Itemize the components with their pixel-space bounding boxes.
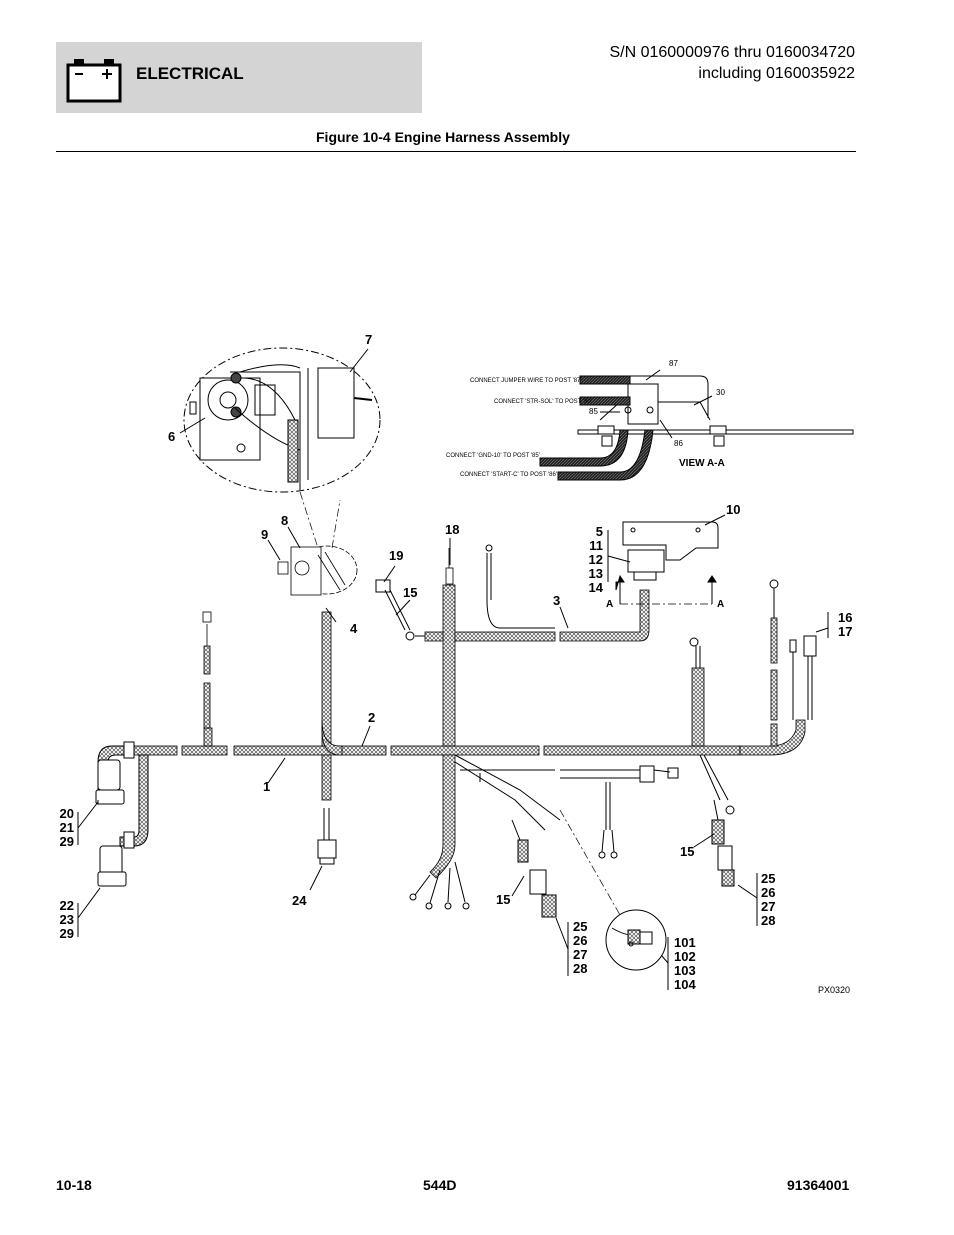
callout-1: 1 <box>263 779 270 794</box>
branch-left-thin <box>202 611 212 729</box>
note-post-86: CONNECT 'START-C' TO POST '86' <box>460 472 557 478</box>
callout-15-right: 15 <box>680 844 694 859</box>
starter-detail-ellipse <box>183 347 381 493</box>
post-86-label: 86 <box>674 439 683 448</box>
callout-28a: 28 <box>573 961 587 976</box>
callout-group-22: 22 23 29 <box>60 898 74 941</box>
callout-16: 16 <box>838 610 852 625</box>
callout-leaders <box>77 348 829 990</box>
callout-2: 2 <box>368 710 375 725</box>
callout-group-25-right: 25 26 27 28 <box>761 871 775 928</box>
right-thin-wires <box>689 579 817 720</box>
note-post-87: CONNECT JUMPER WIRE TO POST '87' <box>470 378 582 384</box>
callout-104: 104 <box>674 977 696 992</box>
callout-24: 24 <box>292 893 307 908</box>
callout-5: 5 <box>596 524 603 539</box>
connector-detail-circle <box>605 909 667 971</box>
view-aa-labels: CONNECT JUMPER WIRE TO POST '87' CONNECT… <box>446 359 725 610</box>
callout-29a: 29 <box>60 834 74 849</box>
callout-101: 101 <box>674 935 696 950</box>
sensor-15-center <box>511 819 557 918</box>
figure-id: PX0320 <box>818 985 850 995</box>
footer-doc: 91364001 <box>787 1177 850 1193</box>
callout-103: 103 <box>674 963 696 978</box>
section-a-right: A <box>717 599 724 610</box>
callout-group-5: 5 11 12 13 14 <box>589 524 604 595</box>
callout-3: 3 <box>553 593 560 608</box>
section-title: ELECTRICAL <box>136 64 244 83</box>
battery-icon <box>66 59 122 103</box>
branch-3 <box>424 589 650 642</box>
note-post-30: CONNECT 'STR-SOL' TO POST '30' <box>494 399 592 405</box>
callout-14: 14 <box>589 580 604 595</box>
center-ring-terminals <box>409 861 470 910</box>
callout-22: 22 <box>60 898 74 913</box>
callout-102: 102 <box>674 949 696 964</box>
callout-19: 19 <box>389 548 403 563</box>
note-post-85: CONNECT 'GND-10' TO POST '85' <box>446 453 540 459</box>
callout-group-25-center: 25 26 27 28 <box>573 919 587 976</box>
callout-numbers: 1 2 3 4 6 7 8 9 10 15 15 15 18 19 24 <box>168 332 740 908</box>
sn-line-2: including 0160035922 <box>698 65 855 82</box>
section-a-left: A <box>606 599 613 610</box>
callout-12: 12 <box>589 552 603 567</box>
callout-23: 23 <box>60 912 74 927</box>
connector-24 <box>317 808 337 865</box>
callout-25a: 25 <box>573 919 587 934</box>
callout-4: 4 <box>350 621 358 636</box>
post-85-label: 85 <box>589 407 598 416</box>
callout-7: 7 <box>365 332 372 347</box>
callout-20: 20 <box>60 806 74 821</box>
callout-18: 18 <box>445 522 459 537</box>
figure-title: Figure 10-4 Engine Harness Assembly <box>316 129 570 145</box>
callout-6: 6 <box>168 429 175 444</box>
callout-13: 13 <box>589 566 603 581</box>
footer-page: 10-18 <box>56 1177 92 1193</box>
post-30-label: 30 <box>716 388 725 397</box>
callout-29b: 29 <box>60 926 74 941</box>
callout-28b: 28 <box>761 913 775 928</box>
branch-to-starter <box>321 611 343 801</box>
relay-bracket <box>615 521 719 604</box>
callout-group-16: 16 17 <box>838 610 852 639</box>
callout-25b: 25 <box>761 871 775 886</box>
sn-line-1: S/N 0160000976 thru 0160034720 <box>609 44 855 61</box>
leader-guides <box>299 491 712 916</box>
footer-model: 544D <box>423 1177 457 1193</box>
callout-17: 17 <box>838 624 852 639</box>
callout-26a: 26 <box>573 933 587 948</box>
callout-21: 21 <box>60 820 74 835</box>
view-aa-drawing <box>539 369 854 481</box>
view-aa-label: VIEW A-A <box>679 458 725 469</box>
post-87-label: 87 <box>669 359 678 368</box>
starter-small-ellipse <box>277 545 358 596</box>
callout-8: 8 <box>281 513 288 528</box>
callout-11: 11 <box>589 538 603 553</box>
callout-group-20: 20 21 29 <box>60 806 74 849</box>
callout-9: 9 <box>261 527 268 542</box>
callout-15-center: 15 <box>496 892 510 907</box>
callout-27b: 27 <box>761 899 775 914</box>
left-connectors <box>95 741 149 887</box>
callout-group-101: 101 102 103 104 <box>674 935 696 992</box>
branch-3-thin <box>375 544 555 641</box>
header-rule <box>56 151 856 152</box>
callout-26b: 26 <box>761 885 775 900</box>
branch-center <box>429 548 456 879</box>
callout-27a: 27 <box>573 947 587 962</box>
callout-15-upper: 15 <box>403 585 417 600</box>
callout-10: 10 <box>726 502 740 517</box>
diagonal-branches <box>454 754 735 887</box>
main-harness-trunk <box>131 719 806 756</box>
branch-right <box>691 617 778 747</box>
serial-number-range: S/N 0160000976 thru 0160034720 including… <box>515 42 855 84</box>
